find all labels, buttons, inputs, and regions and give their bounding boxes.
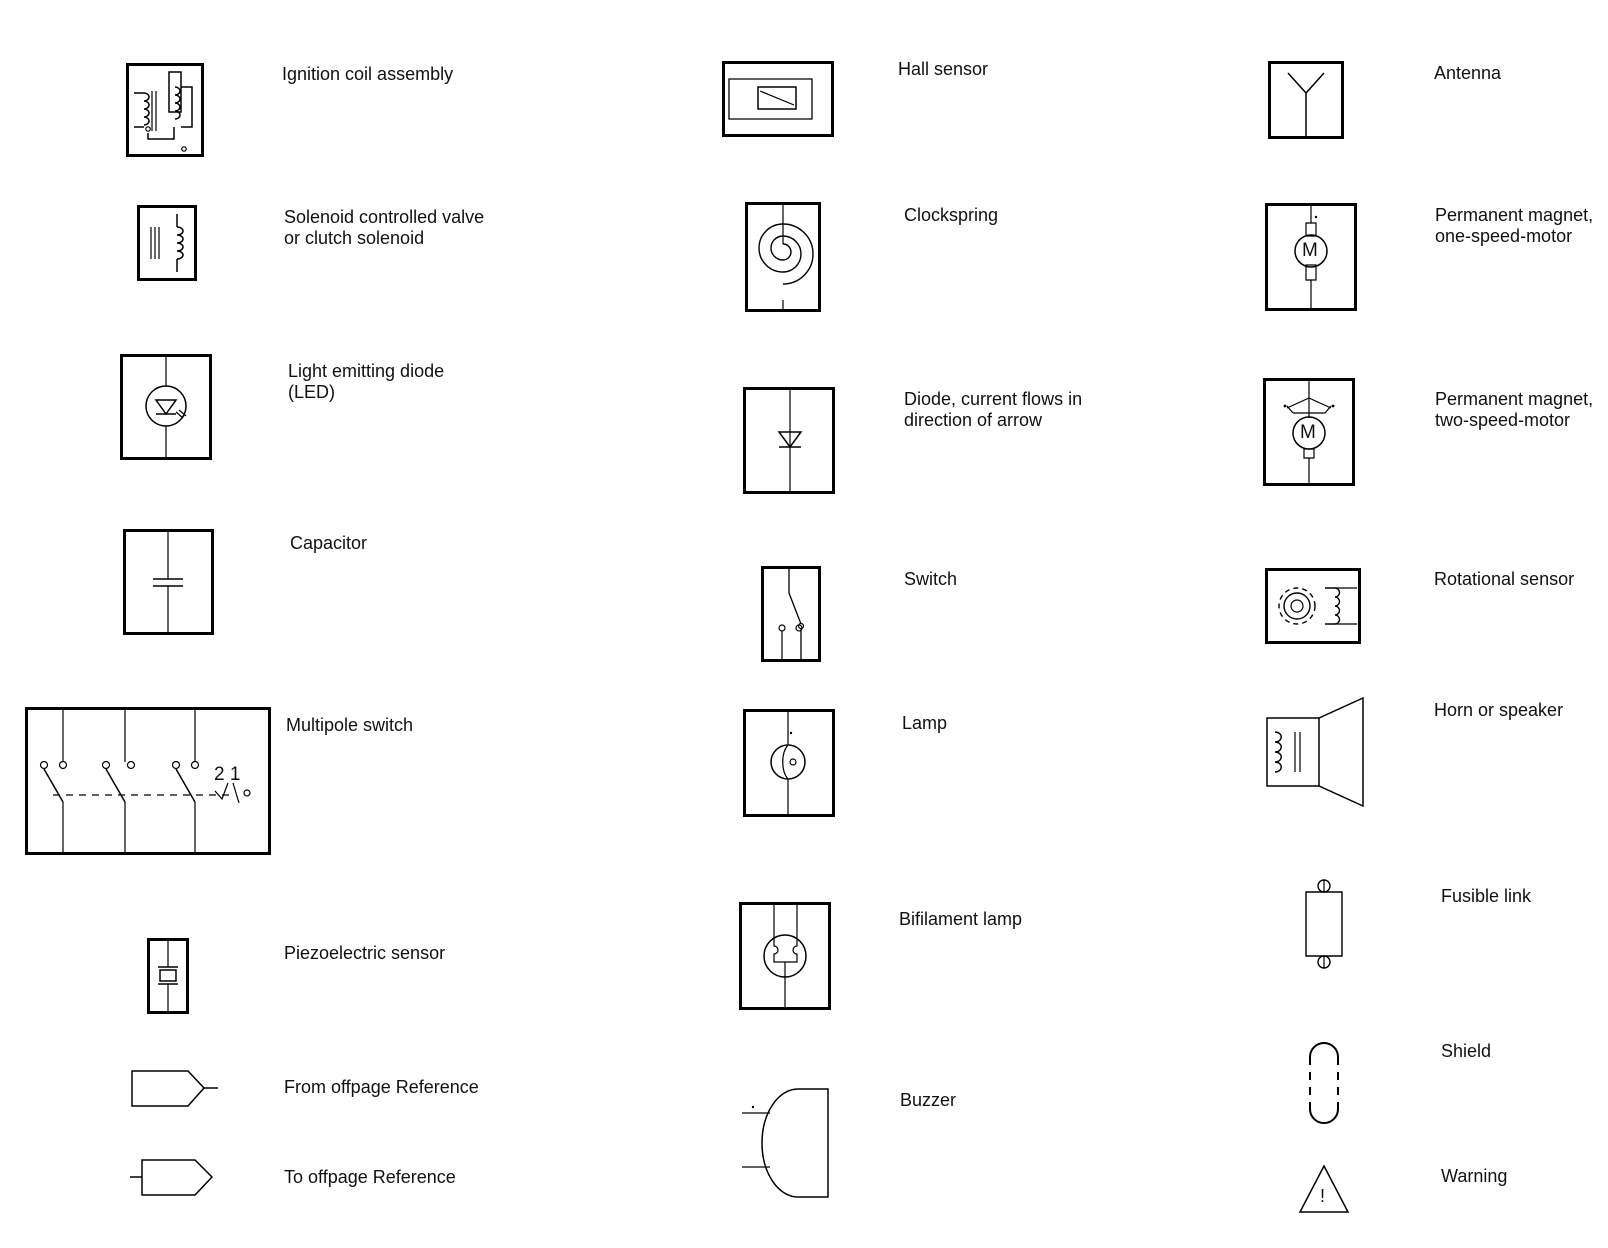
capacitor-label: Capacitor (290, 533, 368, 553)
shield-icon (1306, 1037, 1342, 1129)
multipole-switch-icon (25, 707, 271, 855)
lamp-label: Lamp (902, 713, 948, 733)
piezo-sensor-icon (147, 938, 189, 1014)
lamp-icon (743, 709, 835, 817)
from-offpage-label: From offpage Reference (284, 1077, 479, 1097)
solenoid-valve-label: Solenoid controlled valve or clutch sole… (284, 207, 485, 248)
rotational-sensor-label: Rotational sensor (1434, 569, 1575, 589)
switch-label: Switch (904, 569, 958, 589)
motor-one-speed-letter: M (1302, 240, 1318, 261)
hall-sensor-label: Hall sensor (898, 59, 989, 79)
buzzer-icon (740, 1087, 832, 1199)
antenna-icon (1268, 61, 1344, 139)
bifilament-lamp-icon (739, 902, 831, 1010)
multipole-switch-digits: 2 1 (214, 764, 241, 785)
motor-two-speed-letter: M (1300, 422, 1316, 443)
diode-label: Diode, current flows in direction of arr… (904, 389, 1083, 430)
warning-label: Warning (1441, 1166, 1508, 1186)
buzzer-label: Buzzer (900, 1090, 957, 1110)
switch-icon (761, 566, 821, 662)
bifilament-lamp-label: Bifilament lamp (899, 909, 1023, 929)
to-offpage-icon (128, 1157, 216, 1199)
clockspring-label: Clockspring (904, 205, 999, 225)
motor-two-speed-icon (1263, 378, 1355, 486)
fusible-link-label: Fusible link (1441, 886, 1532, 906)
ignition-coil-icon (126, 63, 204, 157)
diode-icon (743, 387, 835, 494)
motor-two-speed-label: Permanent magnet, two-speed-motor (1435, 389, 1594, 430)
rotational-sensor-icon (1265, 568, 1361, 644)
motor-one-speed-icon (1265, 203, 1357, 311)
from-offpage-icon (130, 1068, 220, 1110)
warning-icon (1298, 1163, 1350, 1215)
horn-speaker-label: Horn or speaker (1434, 700, 1564, 720)
horn-speaker-icon (1265, 696, 1365, 808)
solenoid-valve-icon (137, 205, 197, 281)
to-offpage-label: To offpage Reference (284, 1167, 456, 1187)
hall-sensor-icon (722, 61, 834, 137)
ignition-coil-label: Ignition coil assembly (282, 64, 454, 84)
motor-one-speed-label: Permanent magnet, one-speed-motor (1435, 205, 1594, 246)
multipole-switch-label: Multipole switch (286, 715, 414, 735)
capacitor-icon (123, 529, 214, 635)
antenna-label: Antenna (1434, 63, 1502, 83)
clockspring-icon (745, 202, 821, 312)
warning-mark: ! (1320, 1186, 1326, 1206)
led-icon (120, 354, 212, 460)
shield-label: Shield (1441, 1041, 1492, 1061)
led-label: Light emitting diode (LED) (288, 361, 445, 402)
fusible-link-icon (1302, 878, 1346, 974)
piezo-sensor-label: Piezoelectric sensor (284, 943, 446, 963)
